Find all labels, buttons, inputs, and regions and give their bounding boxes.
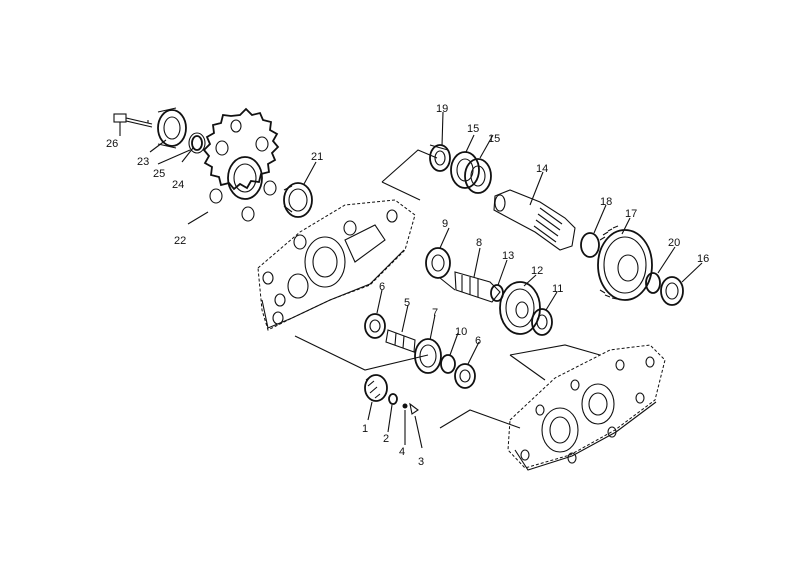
callout-22: 22 (174, 235, 186, 247)
callout-25: 25 (153, 168, 165, 180)
callout-18: 18 (600, 196, 612, 208)
input-shaft-part (385, 329, 416, 353)
callout-10: 9 (442, 218, 448, 230)
callout-labels: 26 23 25 24 22 21 19 15 15 14 18 17 20 1… (106, 103, 709, 468)
callout-3: 3 (418, 456, 424, 468)
callout-9: 8 (476, 237, 482, 249)
assembly-guide-lines (147, 120, 601, 429)
callout-1: 1 (362, 423, 368, 435)
bearing-part (425, 247, 451, 279)
bearing-part (531, 308, 553, 336)
callout-21: 21 (311, 151, 323, 163)
callout-6a: 6 (379, 281, 385, 293)
callout-11: 11 (552, 283, 563, 295)
callout-12: 12 (531, 265, 543, 277)
callout-14: 14 (536, 163, 548, 175)
snap-ring-part (191, 135, 203, 151)
bearing-part (464, 158, 492, 194)
intermediate-shaft-assembly (425, 247, 553, 336)
sprocket-part (202, 107, 280, 222)
leader-lines (119, 111, 703, 449)
spacer-part (580, 232, 600, 258)
ball-part (388, 393, 398, 405)
callout-6b: 6 (475, 335, 481, 347)
sprocket-assembly (113, 107, 313, 222)
main-housing (257, 199, 416, 331)
roller-bearing-part (364, 374, 388, 402)
detent-parts (364, 374, 419, 415)
output-shaft-assembly (429, 144, 684, 306)
plug-part (409, 402, 419, 415)
collar-part (283, 182, 313, 218)
callout-24: 24 (172, 179, 184, 191)
bearing-part (364, 313, 386, 339)
callout-8: 10 (455, 326, 467, 338)
callout-26: 26 (106, 138, 118, 150)
callout-2: 2 (383, 433, 389, 445)
callout-16: 16 (697, 253, 709, 265)
callout-19: 19 (436, 103, 448, 115)
bearing-part (429, 144, 451, 172)
callout-7: 7 (432, 307, 438, 319)
callout-20: 20 (668, 237, 680, 249)
callout-13: 13 (502, 250, 514, 262)
bearing-part (660, 276, 684, 306)
washer-part (188, 132, 206, 154)
gear-part (414, 338, 442, 374)
bearing-part (454, 363, 476, 389)
spring-part (402, 403, 408, 409)
large-gear-part (597, 225, 653, 301)
bearing-part (157, 107, 187, 149)
side-cover (507, 344, 666, 471)
input-shaft-assembly (364, 313, 476, 389)
callout-4: 4 (399, 446, 405, 458)
callout-17: 17 (625, 208, 637, 220)
callout-23: 23 (137, 156, 149, 168)
bearing-part (440, 354, 456, 374)
callout-15a: 15 (467, 123, 479, 135)
countershaft-part (454, 271, 501, 303)
callout-5: 5 (404, 297, 410, 309)
callout-15b: 15 (488, 133, 500, 145)
gear-part (499, 281, 541, 335)
output-shaft-part (493, 189, 576, 251)
snap-ring-part (645, 272, 661, 294)
